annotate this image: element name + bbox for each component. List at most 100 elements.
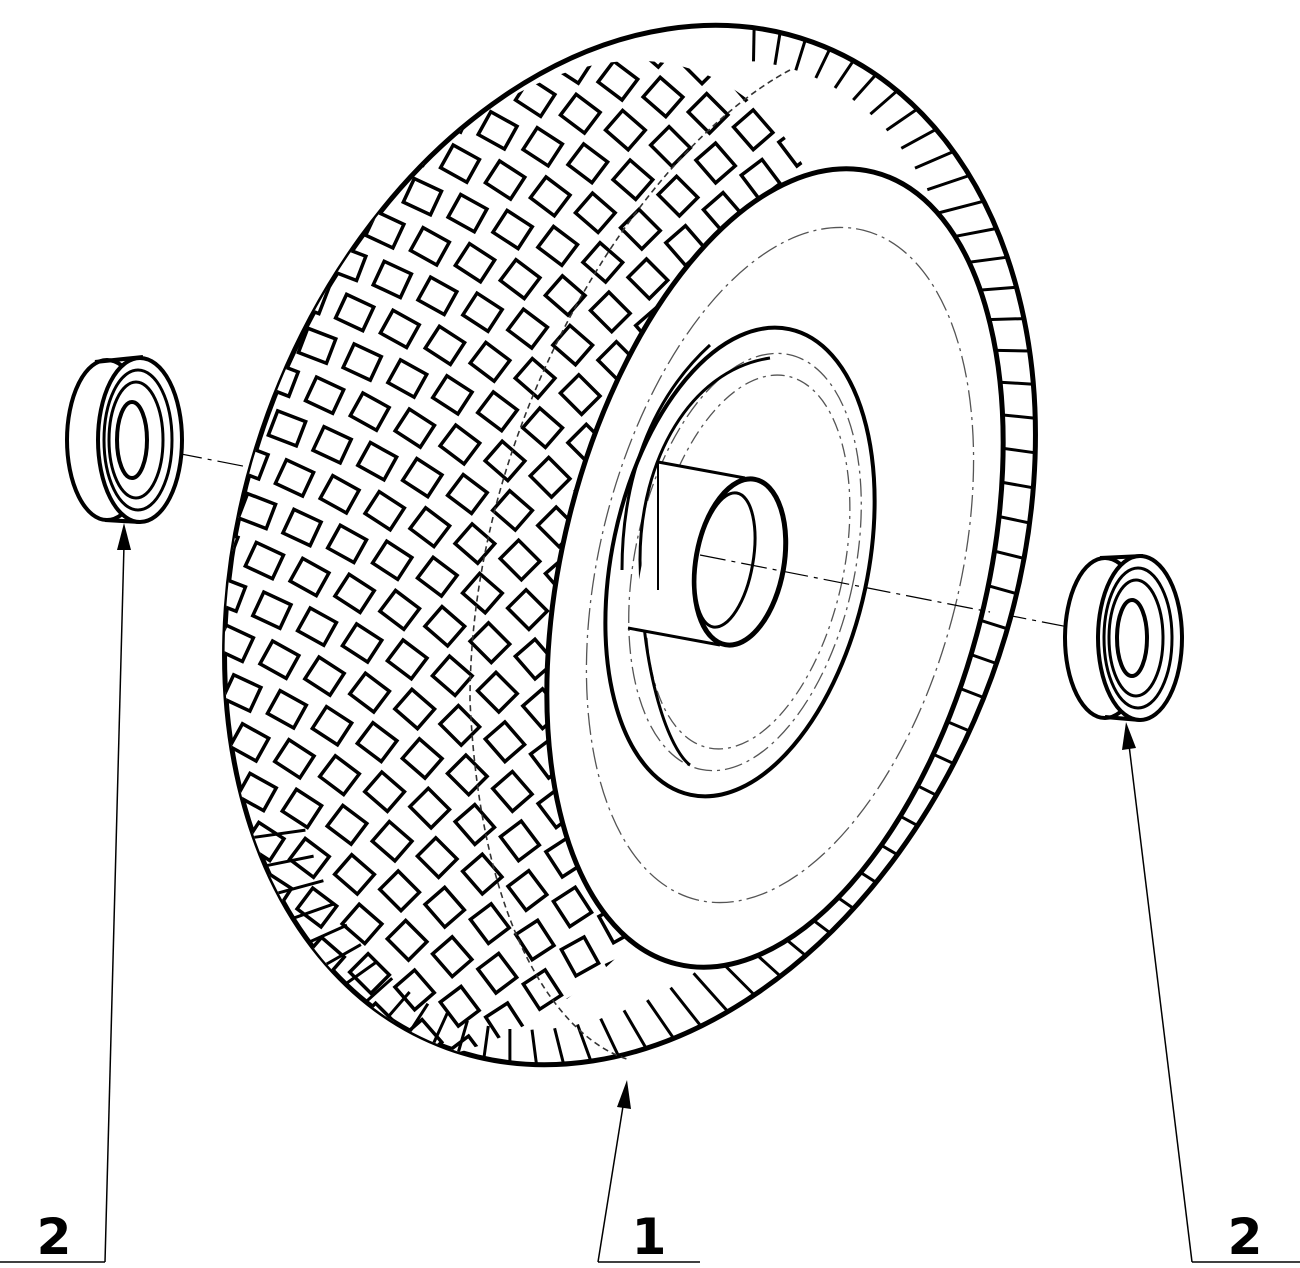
tread-block (467, 620, 513, 665)
tread-block (92, 953, 136, 995)
tread-block (445, 192, 490, 235)
tread-block (588, 289, 633, 335)
tread-block (332, 852, 377, 897)
tread-block (317, 473, 362, 516)
shoulder-rib (773, 32, 782, 65)
tread-block (190, 755, 234, 796)
tread-block (490, 488, 535, 533)
tread-block (347, 670, 392, 715)
tread-block (370, 258, 414, 300)
tread-block (182, 985, 227, 1029)
tread-block (467, 339, 513, 384)
rim-inner-arc-2 (620, 343, 712, 571)
shoulder-rib (265, 854, 314, 868)
tread-block (167, 886, 211, 929)
tread-block (497, 257, 543, 301)
tread-block (257, 918, 302, 963)
tread-block (655, 173, 701, 219)
leader-center (597, 1080, 700, 1263)
sidewall-dashed-ring (585, 226, 975, 904)
shoulder-rib (692, 972, 730, 1013)
tread-block (370, 538, 415, 582)
tread-block (461, 10, 505, 52)
tread-block (152, 788, 196, 830)
tread-block (460, 290, 505, 334)
tread-block (544, 1116, 586, 1152)
shoulder-rib (646, 999, 675, 1040)
shoulder-rib (278, 879, 324, 895)
shoulder-rib (900, 127, 937, 150)
tread-block (362, 769, 407, 814)
rim-inner-arc (638, 356, 771, 767)
shoulder-rib (869, 89, 899, 116)
bearing-left-bore (115, 400, 149, 480)
shoulder-rib (885, 107, 919, 132)
tread-block (498, 0, 543, 20)
shoulder-rib (386, 991, 411, 1019)
tread-block (392, 686, 438, 732)
shoulder-rib (432, 1012, 449, 1044)
tread-block (408, 225, 452, 268)
tread-block (490, 769, 535, 814)
tread-block (227, 721, 272, 764)
rim-ring-2 (628, 352, 862, 772)
tread-block (333, 292, 377, 333)
shoulder-rib (364, 977, 394, 1003)
tread-block (138, 689, 181, 730)
tread-block (429, 653, 475, 698)
tread-block (475, 389, 520, 434)
tread-block (551, 884, 594, 929)
tread-block (558, 934, 602, 979)
tread-block (354, 720, 400, 764)
tread-block (535, 224, 580, 268)
shoulder-rib (833, 59, 855, 89)
tread-block (175, 656, 218, 697)
tread-block (85, 855, 120, 895)
tread-block (226, 1001, 272, 1046)
tread-block (460, 570, 505, 616)
tread-block (324, 802, 370, 847)
tread-block (220, 672, 264, 714)
tread-block (595, 58, 641, 103)
tread-block (377, 307, 422, 350)
shoulder-rib (344, 961, 377, 986)
tread-block (505, 868, 550, 913)
tread-block (452, 521, 498, 566)
tread-block (309, 984, 355, 1029)
tread-block (257, 638, 302, 681)
leader-left (0, 523, 131, 1263)
tread-block (437, 703, 483, 748)
tread-block (384, 918, 430, 963)
tread-block (250, 589, 294, 631)
tread-block (347, 390, 392, 433)
tread-block (416, 0, 459, 35)
tread-block (527, 174, 573, 219)
axle-tube-bottom (627, 626, 721, 647)
tread-block (415, 554, 460, 599)
tread-block (565, 141, 611, 186)
shoulder-rib (292, 902, 335, 920)
tread-block (505, 587, 550, 632)
tread-block (386, 77, 429, 118)
shoulder-rib (914, 150, 955, 170)
tread-block (437, 422, 483, 467)
tread-block (460, 851, 505, 897)
tread-block (212, 902, 257, 946)
tread-block (437, 984, 482, 1029)
tread-block (348, 110, 391, 151)
callout-label-left: 2 (37, 1208, 72, 1266)
shoulder-rib (669, 986, 703, 1028)
tread-block (422, 884, 467, 930)
tread-block (280, 507, 324, 548)
tread-block (685, 91, 731, 136)
tread-block (627, 1100, 668, 1143)
tread-block (399, 736, 445, 781)
shoulder-rib (482, 1025, 490, 1059)
tread-block (295, 605, 339, 648)
tread-block (115, 822, 158, 862)
callout-label-center: 1 (632, 1208, 667, 1266)
tread-block (355, 440, 400, 483)
tread-block (430, 934, 475, 980)
tread-block (482, 438, 528, 484)
